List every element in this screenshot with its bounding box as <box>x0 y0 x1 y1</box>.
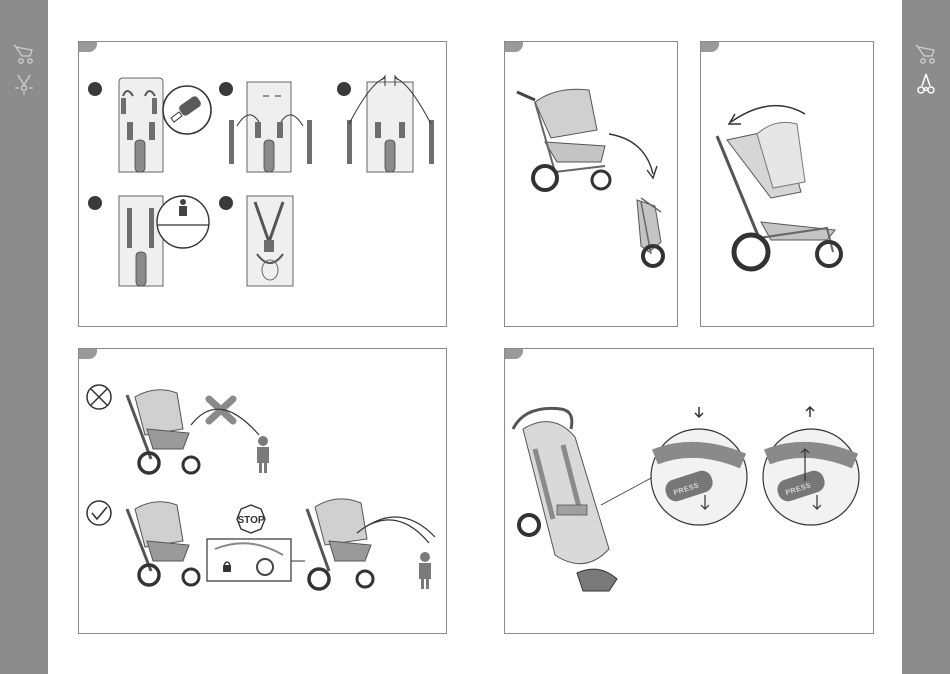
stroller-illustration <box>127 502 199 585</box>
stop-sign-text: STOP <box>237 515 264 526</box>
stroller-icon <box>914 42 938 66</box>
release-up-callout: PRESS <box>763 407 859 525</box>
right-page-sidebar <box>902 0 950 674</box>
lock-icon <box>223 565 231 572</box>
fold-stroller-panel <box>504 41 678 327</box>
stop-sign-icon: STOP <box>237 505 265 533</box>
stroller-illustration <box>517 89 610 190</box>
seat-harness-illustration <box>119 196 163 286</box>
canopy-rotation-panel <box>700 41 874 327</box>
arrow-down-icon <box>695 407 703 417</box>
rotation-arrow <box>731 106 805 122</box>
seat-harness-illustration <box>347 76 434 172</box>
stroller-illustration <box>717 122 841 269</box>
child-safety-brake-panel: STOP <box>78 348 447 634</box>
harness-adjustment-panel <box>78 41 447 327</box>
seat-harness-illustration <box>229 82 312 172</box>
approved-check-icon <box>87 501 111 525</box>
arrow-up-icon <box>806 407 814 417</box>
child-figure <box>257 436 269 473</box>
stroller-illustration <box>513 408 617 591</box>
left-page-sidebar <box>0 0 48 674</box>
tricycle-stroller-icon <box>914 72 938 96</box>
sun-canopy-icon <box>12 72 36 96</box>
folded-stroller-illustration <box>637 198 663 266</box>
fold-arrow <box>609 134 653 174</box>
child-figure <box>419 552 431 589</box>
seat-harness-illustration <box>119 78 163 172</box>
seat-harness-illustration <box>247 196 293 286</box>
press-down-callout: PRESS <box>651 407 747 525</box>
prohibited-icon <box>87 385 111 409</box>
stroller-icon <box>12 42 36 66</box>
button-adjustment-panel: PRESS PRESS <box>504 348 874 634</box>
stroller-illustration <box>307 499 373 589</box>
brake-detail-box <box>207 539 291 581</box>
stroller-illustration <box>127 390 199 473</box>
buckle-detail-callout <box>163 86 211 134</box>
height-check-callout <box>157 196 209 248</box>
